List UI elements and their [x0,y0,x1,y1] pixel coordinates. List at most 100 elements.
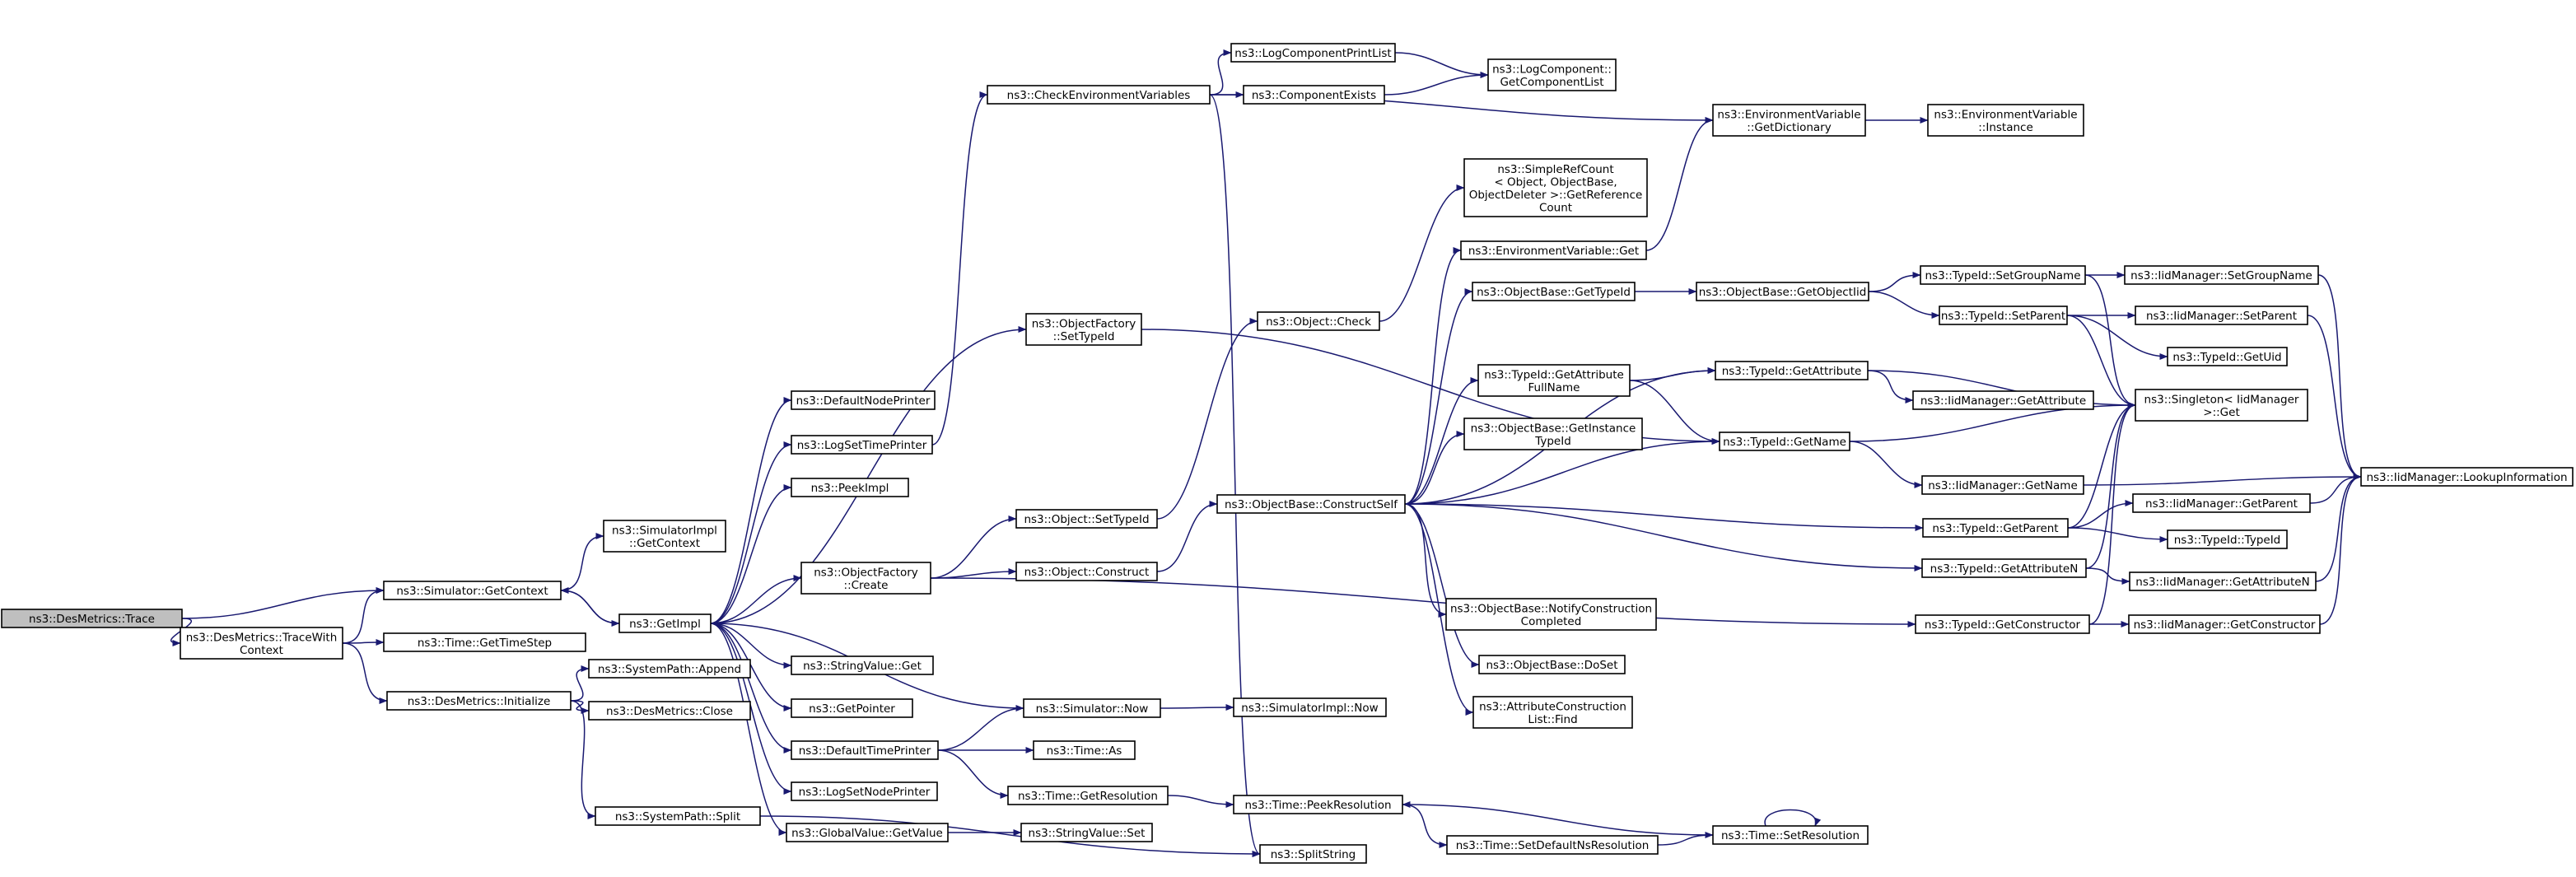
node-iidmanager-lookupinformation[interactable]: ns3::IidManager::LookupInformation [2360,467,2574,487]
node-time-setdefaultnsresolution[interactable]: ns3::Time::SetDefaultNsResolution [1446,835,1659,855]
node-label: GetComponentList [1500,76,1603,89]
node-logcomponent-getlist[interactable]: ns3::LogComponent::GetComponentList [1487,58,1617,91]
node-iidmanager-getattributen[interactable]: ns3::IidManager::GetAttributeN [2129,571,2317,591]
node-object-settypeid[interactable]: ns3::Object::SetTypeId [1015,509,1158,529]
node-box [791,478,909,497]
edge-object_construct-to-objectbase_constructself [1156,501,1218,572]
node-time-setresolution[interactable]: ns3::Time::SetResolution [1712,825,1869,845]
node-simplerefcount[interactable]: ns3::SimpleRefCount< Object, ObjectBase,… [1463,158,1648,217]
node-singleton-get[interactable]: ns3::Singleton< IidManager >::Get [2135,389,2308,422]
node-defaulttimeprinter[interactable]: ns3::DefaultTimePrinter [791,740,939,760]
node-label: ns3::EnvironmentVariable::Get [1468,245,1639,258]
node-simimpl-now[interactable]: ns3::SimulatorImpl::Now [1233,697,1387,717]
node-iidmanager-getparent[interactable]: ns3::IidManager::GetParent [2132,493,2311,513]
edge-objectbase_getobjectiid-to-typeid_setgroupname [1868,272,1921,292]
node-split[interactable]: ns3::SystemPath::Split [595,806,761,826]
node-time-peekresolution[interactable]: ns3::Time::PeekResolution [1233,795,1403,814]
edge-componentexists-to-logcomponent_getlist [1384,72,1489,96]
node-getimpl[interactable]: ns3::GetImpl [618,613,712,633]
edge-objectfactory_create-to-object_construct [930,568,1017,579]
node-iidmanager-getconstructor[interactable]: ns3::IidManager::GetConstructor [2128,614,2321,634]
node-getcontext[interactable]: ns3::Simulator::GetContext [383,581,562,600]
node-splitstring[interactable]: ns3::SplitString [1259,844,1367,864]
node-componentexists[interactable]: ns3::ComponentExists [1243,85,1385,105]
edge-checkenv-to-logcomponentprintlist [1209,49,1232,96]
edge-typeid_setparent-to-singleton_get [2066,315,2136,408]
edge-tracewithcontext-to-initialize [342,642,388,704]
node-logsetnodeprinter[interactable]: ns3::LogSetNodePrinter [791,781,938,801]
node-typeid-getname[interactable]: ns3::TypeId::GetName [1719,432,1850,451]
node-label: ns3::TypeId::SetParent [1941,310,2065,323]
node-label: ns3::Time::GetResolution [1018,790,1158,803]
node-trace[interactable]: ns3::DesMetrics::Trace [1,609,183,628]
node-append[interactable]: ns3::SystemPath::Append [588,659,751,679]
edge-initialize-to-append [570,665,590,702]
node-envvar-instance[interactable]: ns3::EnvironmentVariable::Instance [1927,104,2084,137]
node-typeid-setgroupname[interactable]: ns3::TypeId::SetGroupName [1920,265,2086,285]
node-label: ns3::TypeId::GetConstructor [1925,618,2081,632]
node-peekimpl[interactable]: ns3::PeekImpl [791,478,909,497]
node-iidmanager-getattribute[interactable]: ns3::IidManager::GetAttribute [1912,390,2094,410]
node-time-as[interactable]: ns3::Time::As [1033,740,1136,760]
node-objectbase-getobjectiid[interactable]: ns3::ObjectBase::GetObjectIid [1696,282,1869,301]
node-box [1463,418,1643,450]
edge-getimpl-to-stringvalue_get [710,623,792,669]
node-stringvalue-get[interactable]: ns3::StringValue::Get [791,655,934,675]
node-box [791,781,938,801]
node-checkenv[interactable]: ns3::CheckEnvironmentVariables [987,85,1211,105]
node-typeid-getattributen[interactable]: ns3::TypeId::GetAttributeN [1921,558,2087,578]
node-label: ns3::StringValue::Set [1029,827,1146,840]
node-label: List::Find [1528,713,1577,726]
node-close[interactable]: ns3::DesMetrics::Close [588,701,751,721]
node-objectfactory-settypeid[interactable]: ns3::ObjectFactory::SetTypeId [1025,313,1142,346]
node-iidmanager-setparent[interactable]: ns3::IidManager::SetParent [2135,306,2308,325]
edge-simulator_now-to-simimpl_now [1160,704,1234,711]
node-label: ::Instance [1978,121,2033,134]
node-globalvalue-getvalue[interactable]: ns3::GlobalValue::GetValue [786,823,949,842]
node-typeid-getparent[interactable]: ns3::TypeId::GetParent [1922,518,2069,538]
node-box [1472,696,1633,729]
node-box [2167,347,2288,366]
node-typeid-getuid[interactable]: ns3::TypeId::GetUid [2167,347,2288,366]
node-initialize[interactable]: ns3::DesMetrics::Initialize [386,691,572,711]
node-logsettimeprinter[interactable]: ns3::LogSetTimePrinter [791,435,933,455]
node-typeid-getconstructor[interactable]: ns3::TypeId::GetConstructor [1915,614,2090,634]
node-envvar-get[interactable]: ns3::EnvironmentVariable::Get [1460,240,1647,260]
edge-tracewithcontext-to-getcontext [342,587,385,644]
node-time-getresolution[interactable]: ns3::Time::GetResolution [1007,786,1169,805]
node-objectbase-constructself[interactable]: ns3::ObjectBase::ConstructSelf [1216,494,1406,514]
node-objectbase-notifyconstruction[interactable]: ns3::ObjectBase::NotifyConstructionCompl… [1445,598,1657,631]
node-object-check[interactable]: ns3::Object::Check [1257,311,1380,331]
node-simulator-now[interactable]: ns3::Simulator::Now [1023,698,1161,718]
node-gettimestep[interactable]: ns3::Time::GetTimeStep [383,632,586,652]
node-envvar-getdictionary[interactable]: ns3::EnvironmentVariable::GetDictionary [1712,104,1866,137]
node-label: ns3::GlobalValue::GetValue [791,827,943,840]
node-label: ns3::AttributeConstruction [1479,700,1626,713]
node-box [1233,795,1403,814]
edge-getimpl-to-getpointer [710,623,792,711]
node-box [588,701,751,721]
node-object-construct[interactable]: ns3::Object::Construct [1015,562,1158,581]
node-objectbase-gettypeid[interactable]: ns3::ObjectBase::GetTypeId [1472,282,1636,301]
node-iidmanager-setgroupname[interactable]: ns3::IidManager::SetGroupName [2124,265,2319,285]
edge-getimpl-to-globalvalue_getvalue [710,623,787,836]
node-getpointer[interactable]: ns3::GetPointer [791,698,913,718]
node-box [1243,85,1385,105]
node-defaultnodeprinter[interactable]: ns3::DefaultNodePrinter [791,390,936,410]
node-logcomponentprintlist[interactable]: ns3::LogComponentPrintList [1230,43,1396,63]
node-simimpl-getcontext[interactable]: ns3::SimulatorImpl::GetContext [603,520,726,553]
node-objectbase-doset[interactable]: ns3::ObjectBase::DoSet [1478,655,1626,674]
node-typeid-typeid[interactable]: ns3::TypeId::TypeId [2167,529,2288,549]
node-label: ns3::PeekImpl [811,482,889,495]
node-box [1921,475,2084,495]
node-iidmanager-getname[interactable]: ns3::IidManager::GetName [1921,475,2084,495]
node-label: ns3::Time::SetDefaultNsResolution [1456,839,1650,852]
node-typeid-getattribute[interactable]: ns3::TypeId::GetAttribute [1715,361,1869,380]
node-typeid-setparent[interactable]: ns3::TypeId::SetParent [1939,306,2068,325]
node-stringvalue-set[interactable]: ns3::StringValue::Set [1020,823,1153,842]
node-objectfactory-create[interactable]: ns3::ObjectFactory::Create [800,562,931,595]
